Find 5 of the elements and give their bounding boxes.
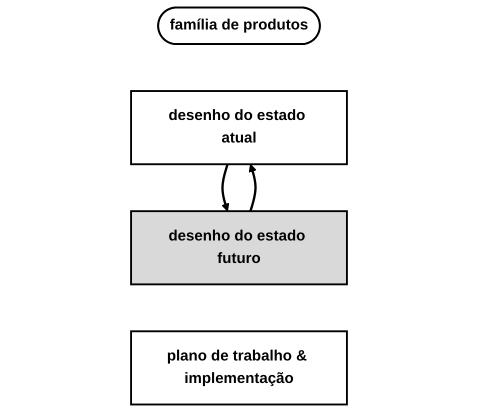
node-box: plano de trabalho & implementação <box>130 330 348 406</box>
arrow <box>220 164 229 212</box>
node-box: desenho do estado atual <box>130 90 348 166</box>
node-box: desenho do estado futuro <box>130 210 348 286</box>
arrow <box>248 164 256 212</box>
